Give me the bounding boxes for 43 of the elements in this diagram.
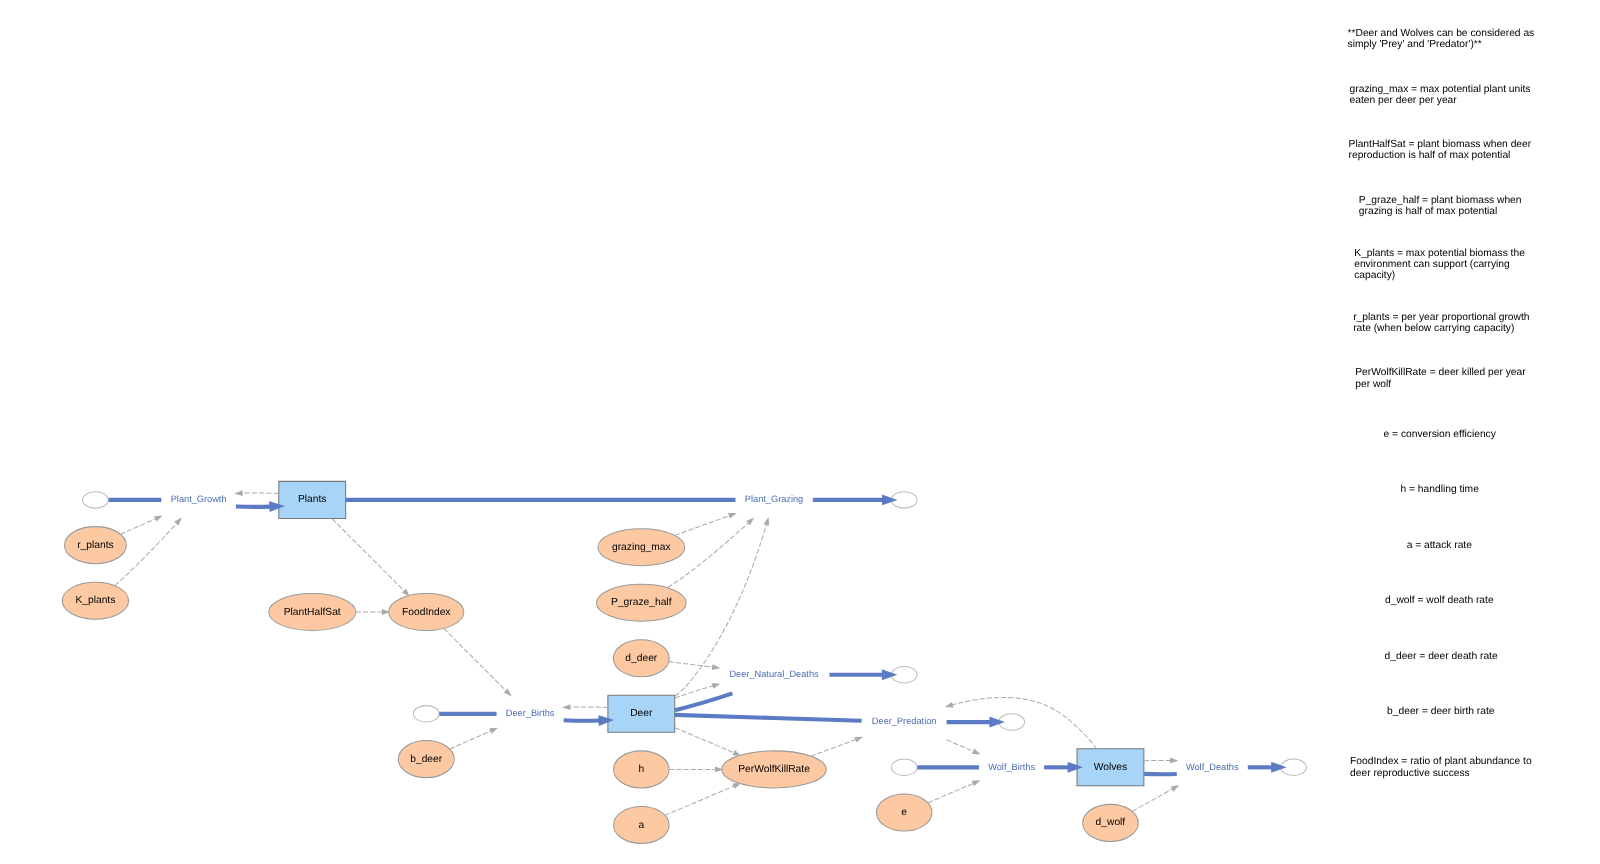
connector (107, 497, 161, 502)
arrow (562, 715, 613, 727)
connector (673, 691, 733, 713)
arrow (673, 517, 769, 697)
arrow (442, 628, 511, 697)
arrow (945, 716, 1004, 728)
arrow (667, 661, 720, 670)
arrow (1142, 757, 1178, 764)
connector (916, 765, 978, 770)
arrow (809, 736, 863, 757)
arrow (667, 766, 723, 773)
arrow (666, 517, 754, 589)
arrow (233, 490, 279, 496)
arrow (448, 727, 497, 750)
arrow (828, 669, 897, 681)
arrow (113, 517, 181, 586)
arrow (926, 780, 980, 804)
node-cloud (997, 713, 1025, 731)
connector (673, 712, 861, 723)
arrow (673, 727, 741, 756)
node-cloud (889, 666, 917, 684)
node-cloud (889, 758, 917, 777)
arrow (945, 739, 980, 755)
arrow (673, 513, 736, 536)
node-cloud (81, 491, 108, 509)
connector (438, 711, 496, 716)
arrow (663, 782, 741, 816)
node-cloud (889, 491, 917, 509)
connector (1143, 771, 1176, 777)
arrow (330, 518, 409, 597)
arrow (1246, 761, 1286, 773)
arrow (943, 696, 1097, 750)
node-cloud (411, 705, 439, 723)
arrow (234, 501, 284, 513)
arrow (561, 704, 608, 711)
arrow (1131, 785, 1179, 812)
connector (344, 497, 735, 502)
arrow (354, 609, 390, 615)
arrow (811, 494, 897, 506)
arrow (119, 515, 162, 535)
arrow (1043, 761, 1083, 773)
arrow (673, 683, 720, 699)
node-cloud (1279, 758, 1306, 777)
